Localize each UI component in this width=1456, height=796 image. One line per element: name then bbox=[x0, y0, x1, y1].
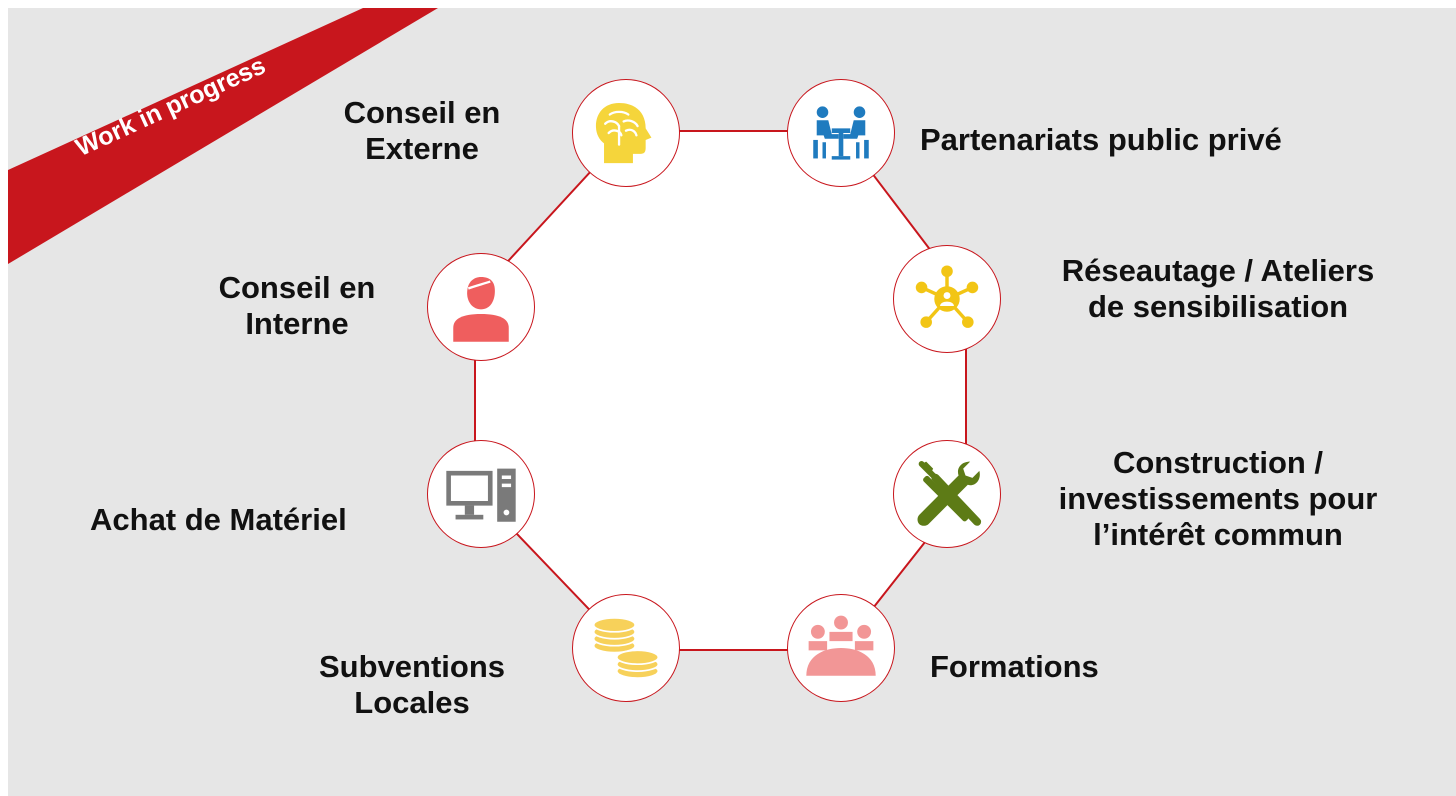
label-conseil-interne: Conseil en Interne bbox=[218, 270, 376, 341]
network-icon bbox=[915, 265, 979, 328]
brain-head-icon bbox=[595, 102, 652, 164]
coins-icon bbox=[592, 617, 660, 679]
node-conseil-interne bbox=[427, 253, 535, 361]
node-formations bbox=[787, 594, 895, 702]
node-construction bbox=[893, 440, 1001, 548]
node-conseil-externe bbox=[572, 79, 680, 187]
label-partenariats: Partenariats public privé bbox=[920, 122, 1282, 157]
group-people-icon bbox=[806, 615, 876, 676]
slide: Work in progress Conseil en Externe bbox=[8, 8, 1456, 796]
label-formations: Formations bbox=[930, 649, 1099, 684]
work-in-progress-banner: Work in progress bbox=[8, 8, 438, 264]
label-achat-materiel: Achat de Matériel bbox=[90, 502, 347, 537]
node-reseautage bbox=[893, 245, 1001, 353]
label-construction: Construction / investissements pour l’in… bbox=[1058, 445, 1378, 552]
node-partenariats bbox=[787, 79, 895, 187]
label-reseautage: Réseautage / Ateliers de sensibilisation bbox=[1061, 253, 1375, 324]
octagon-ring bbox=[474, 130, 967, 651]
node-subventions bbox=[572, 594, 680, 702]
label-conseil-externe: Conseil en Externe bbox=[343, 95, 501, 166]
person-icon bbox=[453, 276, 509, 342]
node-achat-materiel bbox=[427, 440, 535, 548]
meeting-table-icon bbox=[813, 106, 869, 160]
tools-icon bbox=[917, 461, 982, 526]
computer-icon bbox=[446, 468, 516, 522]
label-subventions: Subventions Locales bbox=[318, 649, 505, 720]
